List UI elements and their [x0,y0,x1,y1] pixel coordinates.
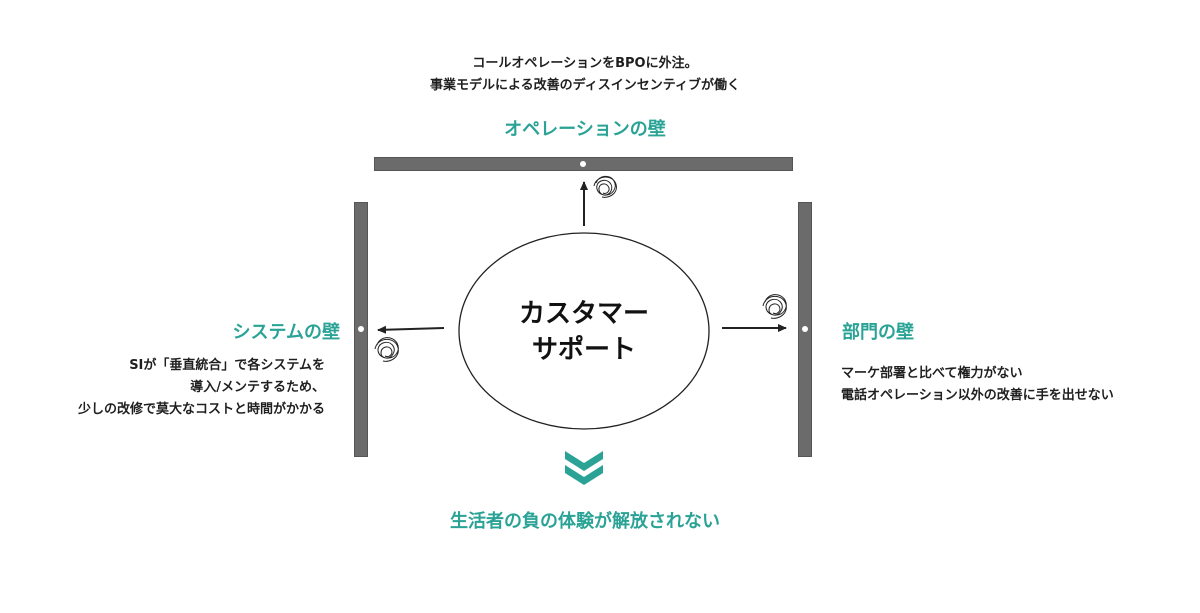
customer-support-ellipse [458,232,710,430]
department-wall-note-line2: 電話オペレーション以外の改善に手を出せない [841,388,1114,403]
department-wall-note: マーケ部署と比べて権力がない 電話オペレーション以外の改善に手を出せない [841,363,1181,407]
top-note: コールオペレーションをBPOに外注。 事業モデルによる改善のディスインセンティブ… [330,53,840,97]
system-wall-note-line3: 少しの改修で莫大なコストと時間がかかる [77,402,325,417]
center-label-line1: カスタマー [518,298,649,329]
operation-wall-label: オペレーションの壁 [504,119,666,140]
department-wall-note-line1: マーケ部署と比べて権力がない [841,366,1023,381]
center-label: カスタマー サポート [458,233,710,430]
department-wall-hole [802,326,808,332]
operation-wall-hole [580,161,586,167]
system-wall-note-line1: SIが「垂直統合」で各システムを [129,358,325,373]
center-label-line2: サポート [531,334,636,365]
scribble-icon [762,294,787,319]
double-chevron-down-icon [565,451,603,485]
top-note-line2: 事業モデルによる改善のディスインセンティブが働く [430,78,740,93]
system-wall-note: SIが「垂直統合」で各システムを 導入/メンテするため、 少しの改修で莫大なコス… [20,355,325,421]
top-note-line1: コールオペレーションをBPOに外注。 [472,56,698,71]
system-wall-note-line2: 導入/メンテするため、 [190,380,325,395]
scribble-icon [374,337,399,362]
arrow-left [377,325,445,334]
system-wall-label: システムの壁 [232,322,340,343]
result-label: 生活者の負の体験が解放されない [450,511,720,532]
scribble-icon [593,175,617,198]
department-wall-label: 部門の壁 [842,322,914,343]
system-wall-hole [358,326,364,332]
